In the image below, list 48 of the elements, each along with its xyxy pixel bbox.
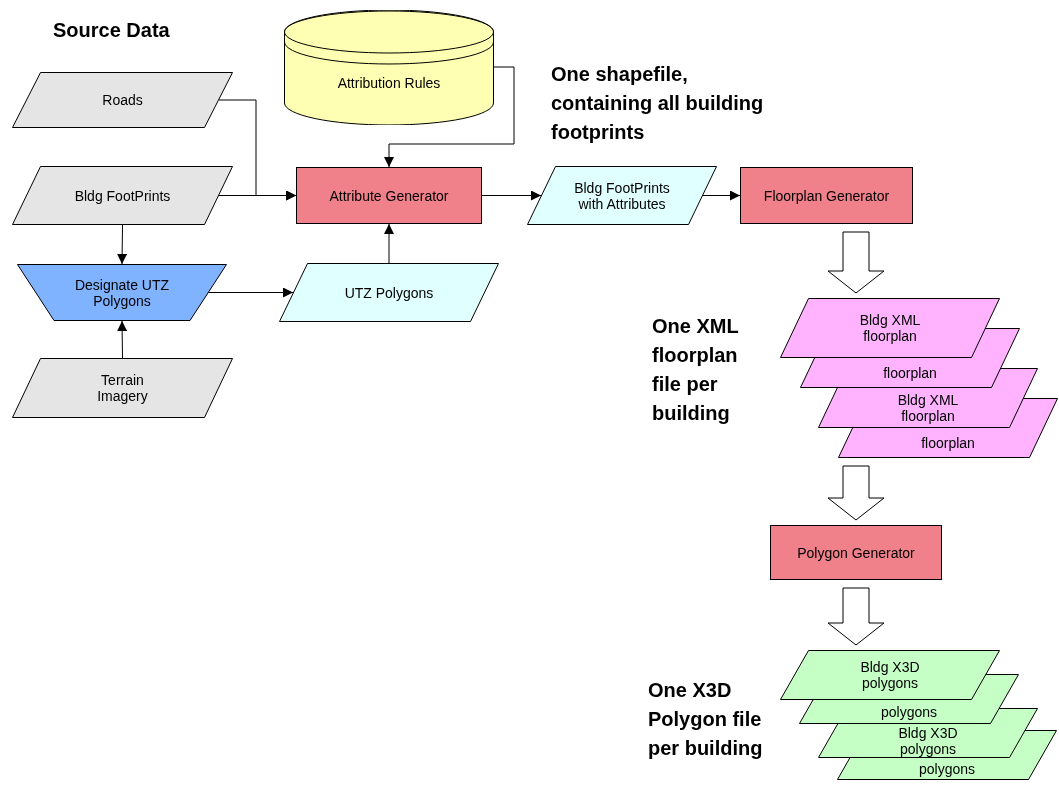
node-label: Roads bbox=[102, 92, 143, 108]
data-parallelogram bbox=[800, 328, 1020, 388]
data-parallelogram bbox=[12, 358, 233, 418]
data-parallelogram bbox=[12, 166, 233, 225]
annotation-text: One shapefile, containing all building footprints bbox=[551, 62, 765, 145]
node-label: Attribution Rules bbox=[337, 74, 441, 91]
arrow bbox=[117, 320, 128, 359]
node-label: polygons bbox=[918, 761, 975, 777]
arrow bbox=[117, 224, 128, 265]
data-parallelogram bbox=[818, 708, 1038, 758]
data-parallelogram bbox=[780, 298, 1000, 358]
node-label: Attribute Generator bbox=[329, 187, 449, 204]
node-label: Designate UTZ Polygons bbox=[73, 276, 171, 309]
node-label: Polygon Generator bbox=[797, 544, 915, 561]
annotation-text: One XML floorplan file per building bbox=[652, 314, 740, 426]
arrow bbox=[208, 287, 294, 298]
block-arrow bbox=[827, 587, 885, 646]
data-parallelogram bbox=[527, 166, 717, 225]
database-cylinder bbox=[284, 10, 494, 125]
node-label: Bldg FootPrints with Attributes bbox=[573, 179, 671, 212]
node-label: Bldg FootPrints bbox=[74, 187, 171, 204]
block-arrow bbox=[827, 231, 885, 294]
process-box bbox=[296, 167, 482, 224]
data-parallelogram bbox=[799, 674, 1019, 724]
arrow bbox=[384, 66, 515, 168]
process-box bbox=[770, 525, 942, 580]
node-label: UTZ Polygons bbox=[344, 284, 434, 301]
node-label: Bldg XML floorplan bbox=[858, 312, 922, 344]
manual-operation-trapezoid bbox=[17, 264, 227, 321]
annotation-text: One X3D Polygon file per building bbox=[648, 678, 764, 761]
node-label: polygons bbox=[880, 704, 937, 720]
data-parallelogram bbox=[279, 263, 499, 322]
node-label: Terrain Imagery bbox=[96, 372, 149, 404]
section-heading: Source Data bbox=[53, 18, 171, 43]
node-label: Floorplan Generator bbox=[763, 187, 890, 204]
node-label: Bldg X3D polygons bbox=[859, 659, 921, 691]
data-parallelogram bbox=[818, 368, 1038, 428]
arrow bbox=[481, 190, 542, 201]
node-label: floorplan bbox=[921, 435, 975, 451]
data-parallelogram bbox=[12, 72, 233, 128]
arrow bbox=[702, 190, 741, 201]
data-parallelogram bbox=[780, 650, 1000, 700]
block-arrow bbox=[827, 465, 885, 521]
arrow bbox=[384, 223, 394, 264]
process-box bbox=[740, 167, 913, 224]
arrow bbox=[218, 190, 297, 201]
node-label: floorplan bbox=[883, 365, 937, 381]
node-label: Bldg XML floorplan bbox=[896, 392, 960, 424]
